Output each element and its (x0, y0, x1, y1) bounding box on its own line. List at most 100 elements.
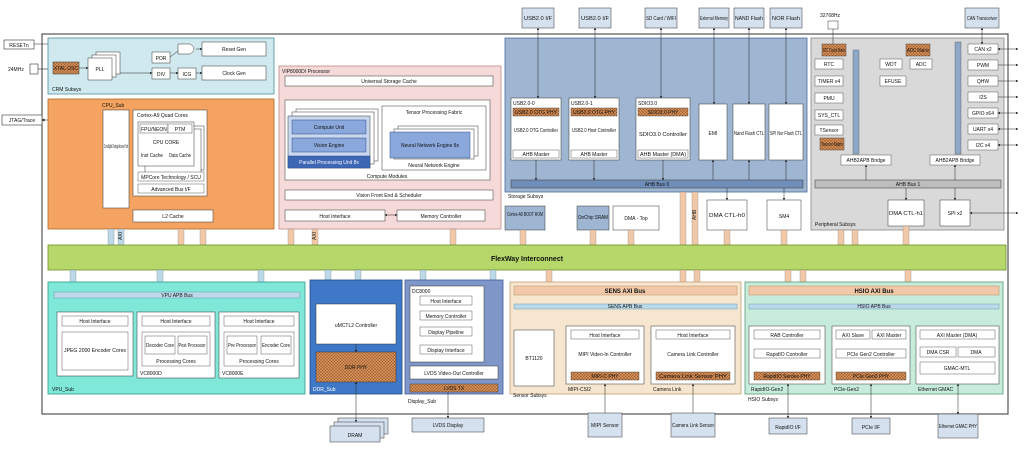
i2s-label: I2S (979, 95, 987, 101)
dma-ctl-h0-block (706, 199, 748, 231)
hsio-axi-label: HSIO AXI Bus (854, 289, 894, 295)
rab-ctrl-block (753, 329, 821, 340)
ahb-master-dma-label: AHB Master (DMA) (640, 152, 686, 158)
cl-ctrl-label: Camera Link Controller (667, 352, 719, 358)
tsensor-matrix-label: Tsensor Matrix (821, 142, 843, 148)
axi-master-block (871, 329, 907, 340)
sdio-phy (637, 107, 689, 117)
apb-bus-right (954, 41, 962, 155)
bus-arrows-bottom (69, 269, 912, 285)
vip-host-if-label: Host Interface (319, 214, 350, 220)
boot-rom-block (504, 205, 546, 231)
rapidio-phy-block (753, 371, 821, 381)
vpu-host-if-2 (141, 315, 211, 327)
ddr-phy-label: DDR PHY (345, 365, 368, 371)
timer-block (814, 75, 844, 87)
ethernet-phy-box (937, 413, 979, 439)
nor-flash-label: NOR Flash (772, 16, 800, 22)
bt1120-block (513, 329, 555, 387)
pwm-label: PWM (977, 63, 989, 69)
camera-link-label: Camera Link (653, 387, 682, 393)
rapidio-ctrl-block (753, 348, 821, 359)
usb-if-2-label: USB2.0 I/F (581, 16, 609, 22)
disp-host-if-label: Host Interface (430, 299, 461, 305)
rtc-crystal-label: RTC Crystal Matrix (823, 48, 845, 54)
ptm-block (167, 123, 193, 134)
sens-apb-label: SENS APB Bus (608, 304, 643, 310)
tsensor-block (814, 124, 844, 136)
nne-8x-block (389, 131, 471, 159)
disp-if-label: Display Interface (427, 348, 464, 354)
gmac-mtl-block (919, 361, 996, 375)
decoder-core-block (144, 335, 176, 355)
dma-ctl-h1-label: DMA CTL-h1 (889, 211, 923, 217)
usb0-label: USB2.0-0 (513, 101, 535, 107)
ahb-bus0 (510, 179, 804, 189)
axi-tag-vip: AXI (312, 232, 318, 240)
jpeg-cores-box (61, 331, 129, 371)
disp-if (419, 344, 473, 355)
efuse-block (879, 75, 907, 87)
tpf-label: Tensor Processing Fabric (406, 110, 463, 116)
vpu-host-if-3 (223, 315, 295, 327)
sens-apb-bus (513, 303, 738, 310)
nand-ctl-block (732, 103, 766, 161)
mpcore-label: MPCore Technology / SCU (141, 175, 201, 181)
dc8000-label: DC8000 (412, 289, 431, 295)
vc8000d-label: VC8000D (140, 371, 162, 377)
dram-label: DRAM (348, 433, 363, 439)
pre-proc-label: Pre Processor (228, 343, 256, 349)
ext-memory-label: External Memory (700, 16, 728, 22)
qhw-label: QHW (977, 79, 990, 85)
wdt-label: WDT (885, 62, 896, 68)
rapidio-gen2-label: RapidIO-Gen2 (751, 387, 783, 393)
boot-rom-label: Cortex-A9 BOOT ROM (507, 212, 543, 218)
pmu-block (814, 92, 844, 104)
sdio-phy-label: SDIO3.0 PHY (648, 110, 680, 116)
usb0-phy-label: USB2.0 OTG PHY (515, 110, 558, 116)
hsio-apb-bus (748, 303, 1000, 310)
dma-top-label: DMA - Top (624, 216, 647, 222)
gmac-mtl-label: GMAC-MTL (944, 366, 971, 372)
mipi-phy-block (570, 371, 640, 381)
vpu-host-if-3-label: Host Interface (243, 319, 274, 325)
dma-block (957, 346, 996, 358)
por-label: POR (156, 56, 167, 62)
dma-ctl-h0-label: DMA CTL-h0 (709, 213, 745, 219)
usb-otg-ctrl-label: USB2.0 OTG Controller (514, 128, 558, 134)
dma-top-block (612, 205, 660, 231)
crm-title: CRM Subsys (52, 87, 82, 93)
usc-label: Universal Storage Cache (361, 79, 417, 85)
ahb-bus0-label: AHB Bus 0 (645, 182, 670, 188)
mipi-phy-label: MIPI-C PHY (591, 374, 619, 380)
spi-block (939, 199, 971, 227)
pcie-phy-block (835, 371, 907, 381)
nne-8x-label: Neural Network Engine 8x (401, 143, 460, 149)
camera-link-sensor-box (670, 412, 716, 438)
lvds-ctrl-label: LVDS Video-Out Controller (424, 371, 484, 377)
emi-block (698, 103, 728, 161)
reset-pin (3, 39, 35, 50)
camera-link-sensor-label: Camera Link Sensor (672, 423, 714, 429)
vpu-host-if-2-label: Host Interface (160, 319, 191, 325)
dram-box (329, 425, 381, 443)
apb-bridge-2-label: AHB2APB Bridge (936, 158, 975, 164)
ethernet-phy-label: Ethernet GMAC PHY (939, 424, 978, 430)
compute-unit-block (291, 119, 367, 135)
ddr-phy-block (315, 351, 397, 383)
encoder-core-block (260, 335, 292, 355)
onchip-sram-label: OnChip SRAM (578, 215, 608, 221)
sys-ctl-block (814, 109, 844, 121)
sm4-block (766, 199, 802, 231)
vision-engine-block (291, 137, 367, 153)
freq-32k-label: 32768Hz (820, 13, 841, 19)
usb-if-1-label: USB2.0 I/F (524, 16, 552, 22)
lvds-tx-label: LVDS TX (444, 386, 465, 392)
nne-label: Neural Network Engine (408, 163, 460, 169)
tsensor-matrix-block (819, 137, 845, 151)
crystal-icon (29, 63, 39, 75)
ptm-label: PTM (175, 127, 186, 133)
clock-gen-label: Clock Gen (222, 71, 246, 77)
ahb-bus1 (814, 179, 1002, 189)
div-label: DIV (157, 72, 166, 78)
